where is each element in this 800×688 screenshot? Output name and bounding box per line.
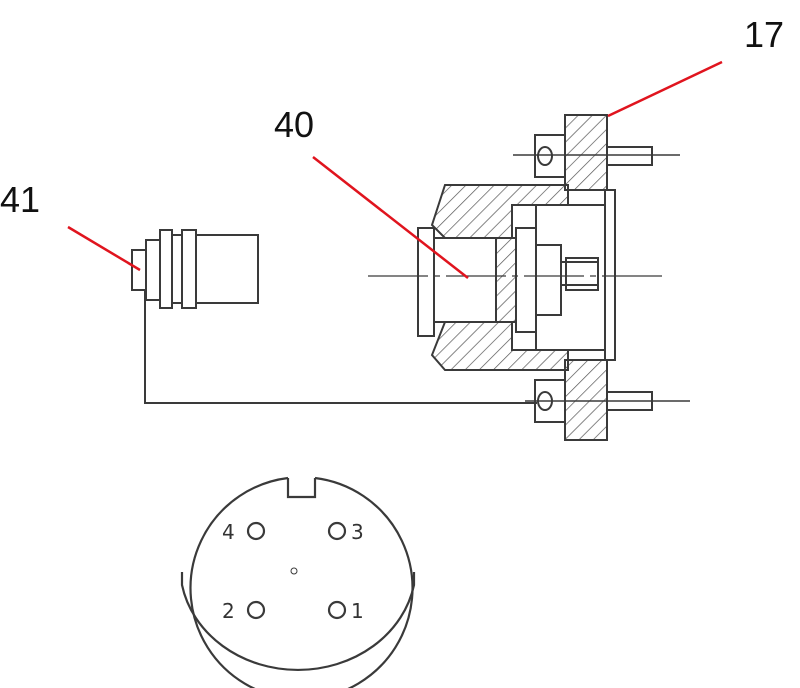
plug-part-41 [131,229,537,404]
flange-part-17 [513,114,690,441]
callout-label-40: 40 [274,104,314,145]
connector-face-view [180,476,416,688]
leader-line-17 [607,60,723,118]
pin-label-2: 2 [222,599,235,623]
callout-label-17: 17 [744,14,784,55]
pin-label-3: 3 [351,520,364,544]
leader-line-41 [67,225,141,272]
leader-line-40 [312,156,469,279]
receptacle-part-40 [368,184,665,371]
pin-label-4: 4 [222,520,235,544]
callout-label-41: 41 [0,179,40,220]
pin-label-1: 1 [351,599,364,623]
